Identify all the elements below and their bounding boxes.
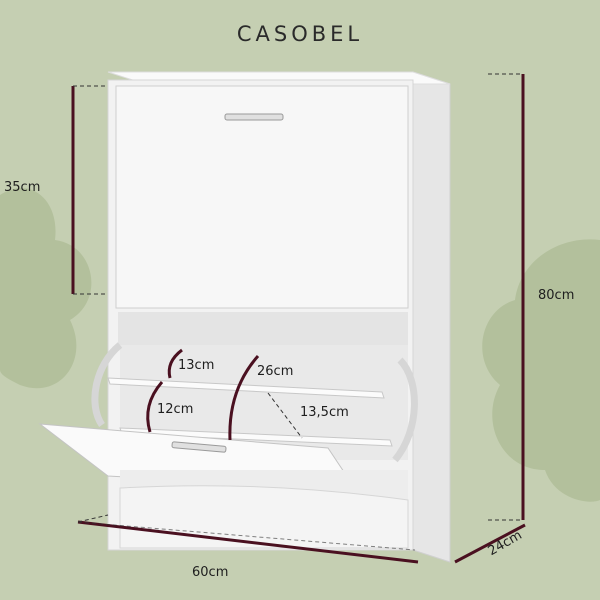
dimension-lines xyxy=(71,73,526,564)
brand-logo: CASOBEL xyxy=(236,22,364,46)
label-shelf-depth: 26cm xyxy=(257,364,294,379)
plinth-arch xyxy=(119,485,409,549)
label-width: 60cm xyxy=(192,565,229,580)
top-door-handle xyxy=(224,113,284,121)
cabinet-side xyxy=(412,71,451,563)
tilt-door-handle xyxy=(171,441,227,453)
label-top-compartment-height: 35cm xyxy=(4,180,41,195)
label-shelf-slant-depth: 13,5cm xyxy=(300,405,349,420)
label-shelf-inner-height: 12cm xyxy=(157,402,194,417)
middle-niche xyxy=(118,312,408,346)
blob-right xyxy=(482,239,600,502)
hinge-left xyxy=(91,342,123,428)
shelf-upper xyxy=(107,377,385,399)
label-total-height: 80cm xyxy=(538,288,575,303)
hinge-right xyxy=(392,357,418,463)
cabinet xyxy=(38,71,451,563)
label-shelf-front-height: 13cm xyxy=(178,358,215,373)
blob-left xyxy=(0,187,92,389)
top-door xyxy=(115,85,409,309)
background-blobs xyxy=(0,187,600,502)
